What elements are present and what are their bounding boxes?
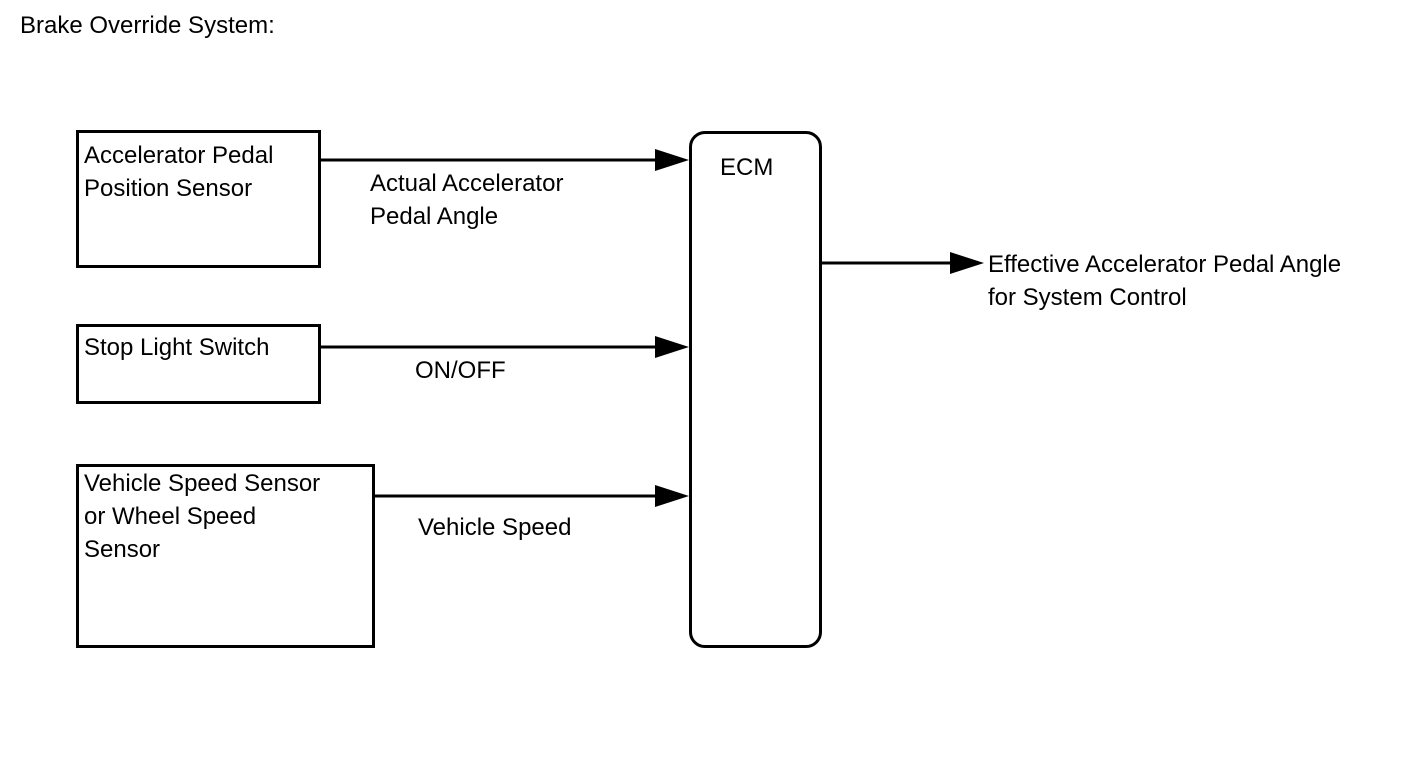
vehicle-speed-sensor-label: Vehicle Speed Sensor or Wheel Speed Sens… [84,470,321,563]
stop-light-switch-label: Stop Light Switch [84,334,270,361]
vehicle-speed-sensor-box: Vehicle Speed Sensor or Wheel Speed Sens… [76,464,375,648]
arrow-ecm-to-output [822,252,984,274]
ecm-block: ECM [689,131,822,648]
arrow-vehicle-speed-to-ecm [375,485,689,507]
signal-vehicle-speed: Vehicle Speed [418,514,572,541]
stop-light-switch-box: Stop Light Switch [76,324,321,404]
accelerator-pedal-position-sensor-label: Accelerator Pedal Position Sensor [84,142,274,202]
signal-on-off: ON/OFF [415,357,506,384]
diagram-title: Brake Override System: [20,12,275,39]
signal-actual-accelerator-pedal-angle: Actual Accelerator Pedal Angle [370,170,564,230]
ecm-label: ECM [720,154,774,181]
output-effective-accelerator-pedal-angle: Effective Accelerator Pedal Angle for Sy… [988,251,1342,311]
accelerator-pedal-position-sensor-box: Accelerator Pedal Position Sensor [76,130,321,268]
